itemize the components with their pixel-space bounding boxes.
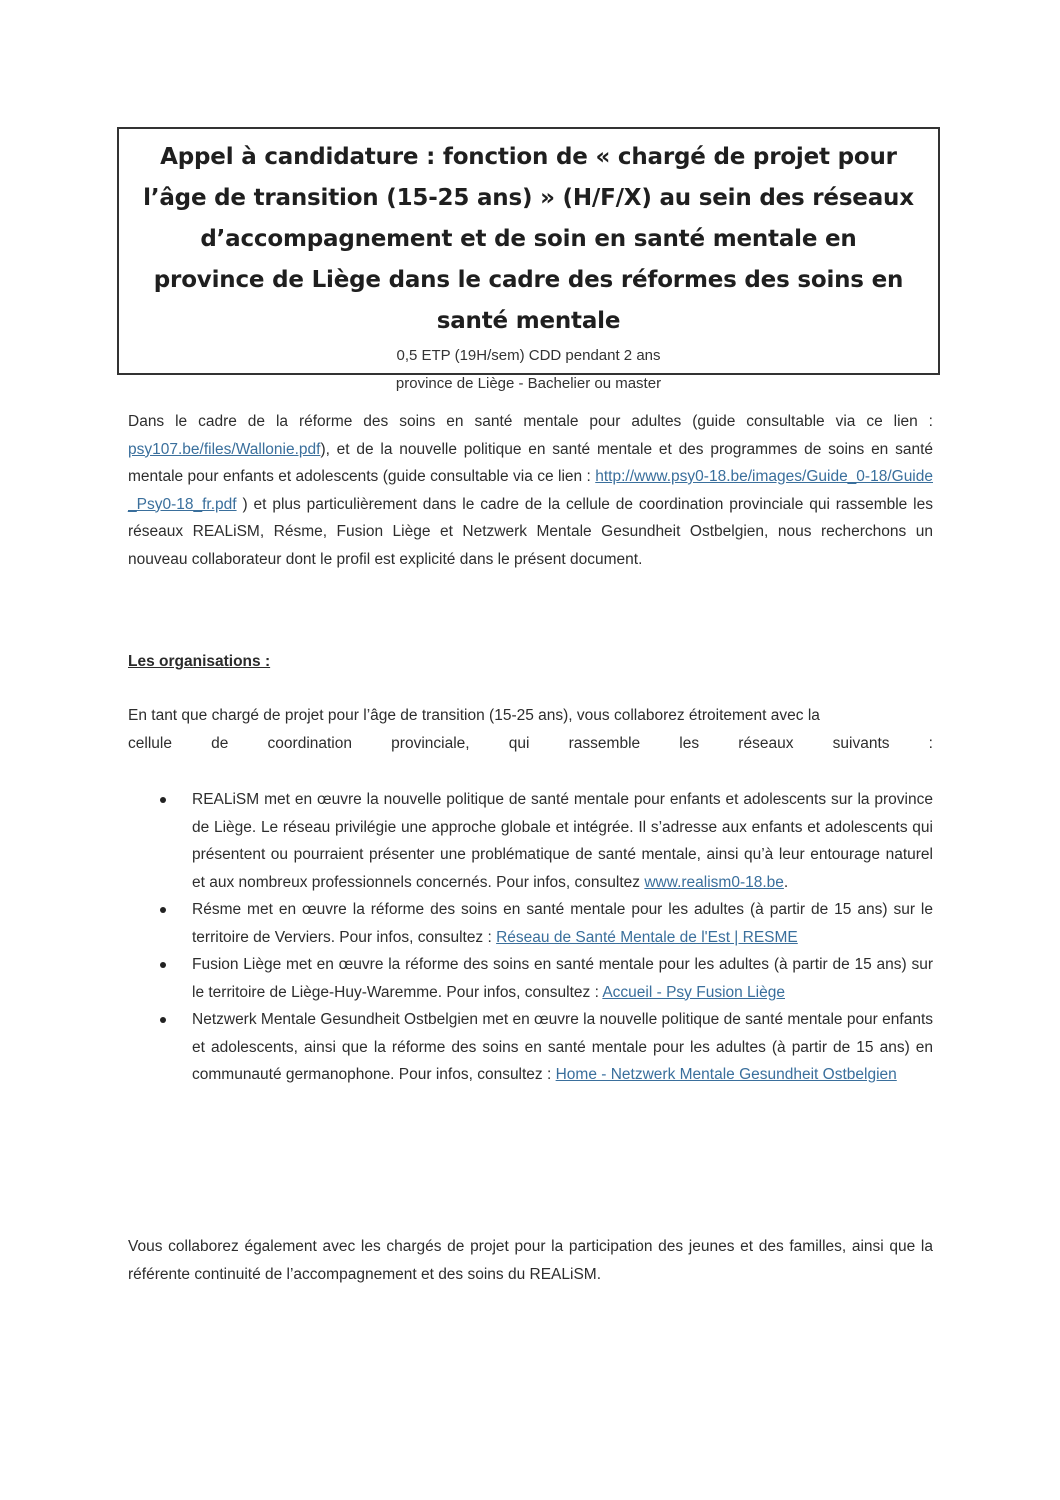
bullet-icon — [160, 1017, 166, 1023]
intro-paragraph: Dans le cadre de la réforme des soins en… — [128, 408, 933, 573]
network-list: REALiSM met en œuvre la nouvelle politiq… — [160, 786, 933, 1089]
job-title: Appel à candidature : fonction de « char… — [143, 144, 914, 334]
link-fusion-liege[interactable]: Accueil - Psy Fusion Liège — [602, 983, 785, 1001]
closing-paragraph: Vous collaborez également avec les charg… — [128, 1238, 933, 1283]
intro-text-1: Dans le cadre de la réforme des soins en… — [128, 413, 933, 430]
link-netzwerk[interactable]: Home - Netzwerk Mentale Gesundheit Ostbe… — [555, 1066, 897, 1083]
list-item-text: Résme met en œuvre la réforme des soins … — [192, 901, 933, 946]
link-realism[interactable]: www.realism0-18.be — [644, 873, 784, 891]
intro-text-2: ), et de la nouvelle politique en santé … — [128, 440, 933, 486]
list-item: Résme met en œuvre la réforme des soins … — [160, 896, 933, 951]
link-resme[interactable]: Réseau de Santé Mentale de l'Est | RESME — [496, 928, 798, 946]
list-item-text: Fusion Liège met en œuvre la réforme des… — [192, 956, 933, 1001]
organisations-paragraph: En tant que chargé de projet pour l’âge … — [128, 702, 933, 757]
section-heading-organisations: Les organisations : — [128, 653, 271, 670]
intro-text-3: ) et plus particulièrement dans le cadre… — [128, 495, 933, 568]
list-item: REALiSM met en œuvre la nouvelle politiq… — [160, 786, 933, 896]
link-psy107[interactable]: psy107.be/files/Wallonie.pdf — [128, 440, 321, 458]
organisations-text-last: cellule de coordination provinciale, qui… — [128, 734, 933, 752]
list-item-text: REALiSM met en œuvre la nouvelle politiq… — [192, 791, 933, 891]
bullet-icon — [160, 797, 166, 803]
contract-info: 0,5 ETP (19H/sem) CDD pendant 2 ans — [396, 347, 661, 364]
link-psy0-18-guide[interactable]: http://www.psy0-18.be/images/Guide_0-18/… — [128, 468, 933, 513]
list-item-text: Netzwerk Mentale Gesundheit Ostbelgien m… — [192, 1011, 933, 1083]
list-item: Fusion Liège met en œuvre la réforme des… — [160, 951, 933, 1006]
title-box: Appel à candidature : fonction de « char… — [117, 127, 940, 392]
bullet-icon — [160, 907, 166, 913]
organisations-text: En tant que chargé de projet pour l’âge … — [128, 707, 820, 724]
location-education-info: province de Liège - Bachelier ou master — [395, 375, 662, 392]
list-item: Netzwerk Mentale Gesundheit Ostbelgien m… — [160, 1006, 933, 1089]
bullet-icon — [160, 962, 166, 968]
